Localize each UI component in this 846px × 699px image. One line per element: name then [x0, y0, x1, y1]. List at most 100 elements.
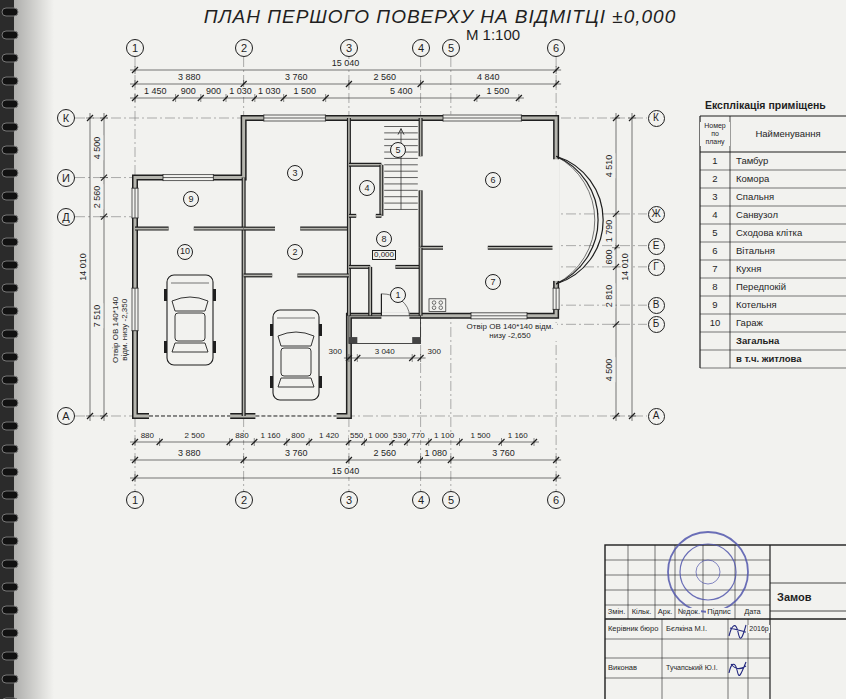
window-pane — [443, 118, 521, 119]
dimension-tick — [426, 439, 432, 445]
node-text: Е — [653, 241, 660, 251]
inner-wall-hatch — [300, 228, 349, 230]
inner-wall-hatch — [420, 190, 422, 247]
room-number: 9 — [183, 191, 199, 207]
window-pane — [443, 121, 521, 122]
dimension-tick — [516, 95, 522, 101]
title-block-rule — [675, 545, 676, 619]
dimension-line — [130, 460, 561, 461]
extension-line — [420, 80, 421, 88]
node-text: 1 — [132, 495, 138, 506]
dimension-label: 300 — [427, 348, 442, 357]
dimension-tick — [306, 439, 312, 445]
inner-wall — [242, 178, 246, 416]
binding-ring — [2, 445, 18, 453]
window-jamb — [471, 312, 472, 319]
table-cell: 1 — [711, 156, 718, 166]
title-block-cell: 2016р — [748, 625, 769, 633]
dimension-label: 1 420 — [318, 432, 340, 441]
table-rule — [700, 224, 846, 225]
room-number: 7 — [485, 274, 501, 290]
title-block-rule — [605, 639, 770, 640]
node-text: К — [63, 113, 69, 124]
inner-wall — [297, 273, 349, 277]
dimension-tick — [101, 214, 107, 220]
axis-bubble: Б — [648, 316, 665, 333]
extension-line — [612, 266, 620, 267]
title-block-rule — [770, 583, 846, 584]
dimension-tick — [354, 355, 360, 361]
room-number: 1 — [390, 287, 406, 303]
title-block-cell: Замов — [776, 591, 812, 603]
signature — [729, 662, 746, 675]
node-text: 1 — [132, 43, 138, 54]
table-cell: 4 — [711, 210, 718, 220]
dimension-tick — [346, 81, 352, 87]
dimension-tick — [132, 439, 138, 445]
extension-line — [325, 94, 326, 102]
table-cell: Номер по плану — [700, 122, 730, 145]
extension-line — [428, 438, 429, 446]
binding-ring — [2, 31, 18, 39]
node-text: Б — [653, 319, 660, 329]
car-rear-window — [278, 378, 314, 387]
window-jamb — [132, 188, 139, 189]
dimension-label: 600 — [605, 249, 615, 266]
dimension-label: 1 500 — [486, 87, 511, 97]
extension-line — [556, 80, 557, 88]
inner-wall-hatch — [395, 266, 420, 268]
dimension-tick — [418, 355, 424, 361]
table-rule — [700, 260, 846, 261]
room-number: 8 — [376, 231, 392, 247]
node-text: 1 — [395, 291, 400, 300]
window-pane — [471, 312, 527, 313]
inner-wall — [421, 246, 443, 250]
window-jamb — [132, 288, 139, 289]
dimension-label: 1 000 — [367, 432, 389, 441]
window — [443, 114, 521, 121]
binding-ring — [2, 514, 18, 522]
dimension-line — [632, 113, 633, 421]
level-mark: 0,000 — [372, 250, 396, 261]
title-block-rule — [605, 658, 770, 659]
window-pane — [471, 318, 527, 319]
dimension-line — [130, 84, 561, 85]
axis-bubble: 4 — [412, 491, 430, 509]
inner-wall-hatch — [297, 275, 349, 277]
extension-line — [450, 456, 451, 464]
table-cell: 6 — [711, 246, 718, 256]
inner-wall-hatch — [349, 164, 381, 166]
dimension-label: 15 040 — [331, 467, 361, 477]
node-text: 9 — [188, 195, 193, 204]
inner-wall-hatch — [244, 228, 275, 230]
dimension-tick — [87, 413, 93, 419]
extension-line — [556, 66, 557, 74]
node-text: К — [653, 113, 659, 123]
window-pane — [443, 115, 521, 116]
dimension-tick — [101, 115, 107, 121]
node-text: 2 — [241, 43, 247, 54]
dimension-label: 1 160 — [507, 432, 529, 441]
node-text: 4 — [364, 184, 369, 193]
dimension-tick — [346, 457, 352, 463]
table-rule — [700, 151, 846, 152]
binding-ring — [2, 353, 18, 361]
inner-wall — [488, 246, 556, 250]
dimension-label: 300 — [328, 348, 343, 357]
inner-wall — [419, 248, 423, 316]
node-text: 2 — [292, 248, 297, 257]
door-leaf — [381, 294, 382, 316]
inner-wall-hatch — [420, 118, 422, 156]
dimension-tick — [613, 413, 619, 419]
inner-wall-hatch — [420, 248, 422, 316]
dimension-line — [90, 113, 91, 421]
node-text: 4 — [418, 495, 424, 506]
plan-title: ПЛАН ПЕРШОГО ПОВЕРХУ НА ВІДМІТЦІ ±0,000 — [204, 7, 676, 28]
garage-door — [149, 412, 230, 419]
binding-ring — [2, 192, 18, 200]
table-rule — [700, 188, 846, 189]
binding-ring — [2, 491, 18, 499]
binding-ring — [2, 238, 18, 246]
dimension-tick — [531, 439, 537, 445]
